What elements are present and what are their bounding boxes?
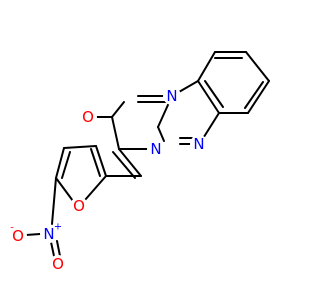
negative-charge: - bbox=[10, 223, 14, 234]
atom-symbol: N bbox=[150, 140, 161, 158]
nitro-oxygen-anion: O - bbox=[9, 223, 27, 245]
bond bbox=[112, 151, 136, 179]
bonds bbox=[25, 51, 270, 257]
bond bbox=[197, 51, 216, 82]
bond bbox=[95, 145, 107, 177]
bond bbox=[111, 101, 125, 118]
quinazoline-nitrogen: N bbox=[190, 135, 208, 153]
bond bbox=[55, 147, 65, 179]
atom-symbol: O bbox=[73, 197, 85, 215]
bond bbox=[63, 145, 97, 149]
atom-symbol: N bbox=[43, 225, 54, 243]
atom-symbol: O bbox=[12, 227, 24, 245]
bond bbox=[245, 51, 270, 82]
bond bbox=[90, 148, 101, 177]
bond bbox=[204, 80, 224, 108]
carbonyl-oxygen: O bbox=[79, 108, 97, 126]
atom-symbol: O bbox=[52, 255, 64, 273]
nitro-nitrogen: N + bbox=[40, 222, 62, 243]
bond bbox=[56, 240, 61, 257]
bond bbox=[50, 241, 55, 257]
bond bbox=[84, 175, 107, 201]
nitro-oxygen: O bbox=[49, 255, 67, 273]
atom-symbol: O bbox=[82, 108, 94, 126]
bond bbox=[197, 80, 220, 114]
bond bbox=[61, 151, 71, 179]
atom-symbol: N bbox=[193, 135, 204, 153]
atom-symbol: N bbox=[166, 87, 177, 105]
furan-oxygen: O bbox=[70, 197, 88, 215]
positive-charge: + bbox=[54, 222, 62, 233]
bond bbox=[201, 112, 220, 141]
bond bbox=[25, 233, 41, 236]
imidazole-nitrogen: N bbox=[163, 87, 181, 105]
bond bbox=[111, 116, 120, 150]
bond bbox=[244, 81, 264, 109]
bond bbox=[118, 148, 142, 177]
bridgehead-nitrogen: N bbox=[147, 140, 165, 158]
bond bbox=[247, 80, 270, 114]
chemical-structure-diagram: N O N N O N + O - O bbox=[9, 51, 270, 273]
bond bbox=[55, 177, 74, 202]
atom-labels: N O N N O N + O - O bbox=[9, 87, 208, 273]
bond bbox=[51, 177, 57, 225]
bond bbox=[157, 126, 165, 142]
